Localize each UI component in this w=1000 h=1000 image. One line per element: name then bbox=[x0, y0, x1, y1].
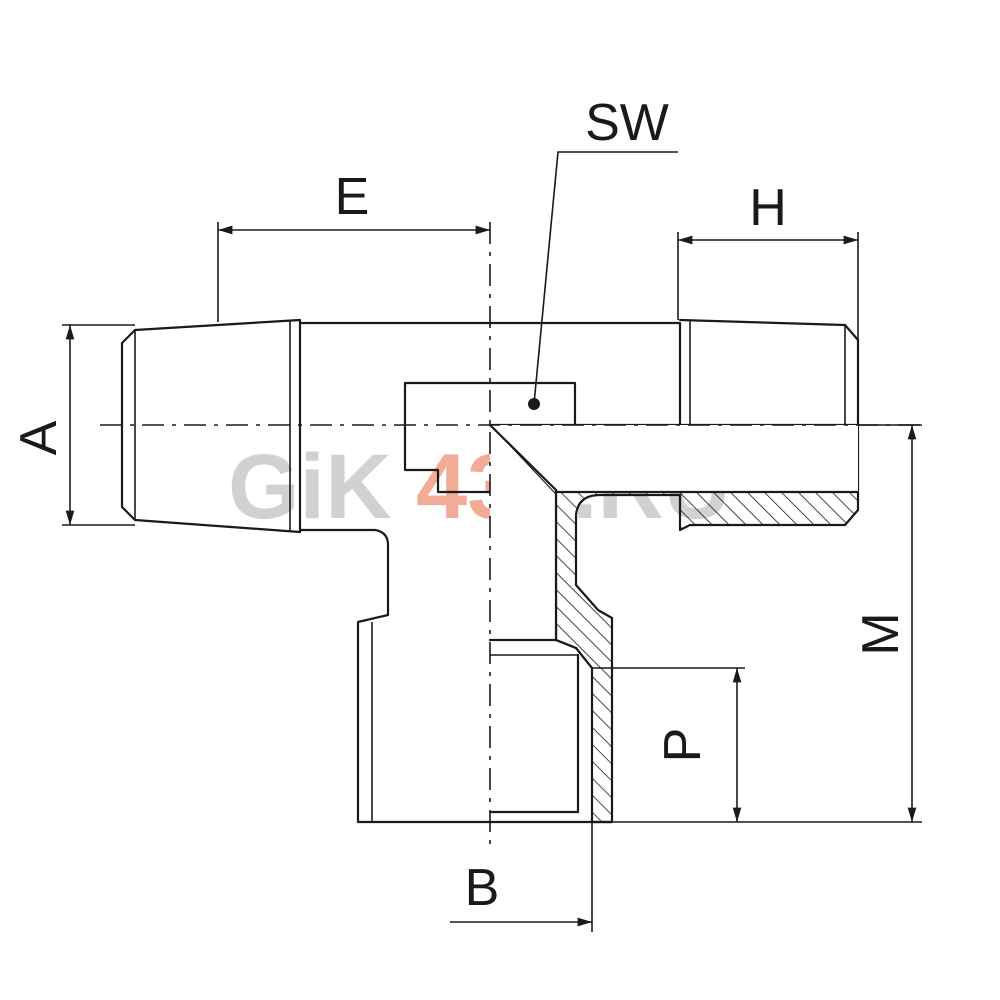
hex-window bbox=[403, 381, 577, 494]
label-sw: SW bbox=[585, 94, 669, 152]
watermark-part1: GiK bbox=[228, 436, 392, 538]
dimension-p: P bbox=[592, 667, 745, 822]
dimension-e: E bbox=[217, 168, 490, 322]
dimension-b: B bbox=[450, 822, 593, 932]
right-male-thread bbox=[678, 318, 860, 427]
label-e: E bbox=[335, 168, 370, 226]
center-lines bbox=[100, 222, 920, 850]
left-male-thread bbox=[120, 318, 302, 534]
dimension-sw: SW bbox=[533, 94, 678, 405]
label-m: M bbox=[852, 612, 910, 655]
dimension-a: A bbox=[10, 324, 135, 526]
dimension-m: M bbox=[612, 424, 922, 823]
label-h: H bbox=[749, 179, 787, 237]
label-b: B bbox=[465, 859, 500, 917]
label-a: A bbox=[10, 420, 68, 455]
dimension-h: H bbox=[677, 179, 859, 340]
section-hatching bbox=[488, 423, 860, 824]
label-p: P bbox=[654, 728, 712, 763]
